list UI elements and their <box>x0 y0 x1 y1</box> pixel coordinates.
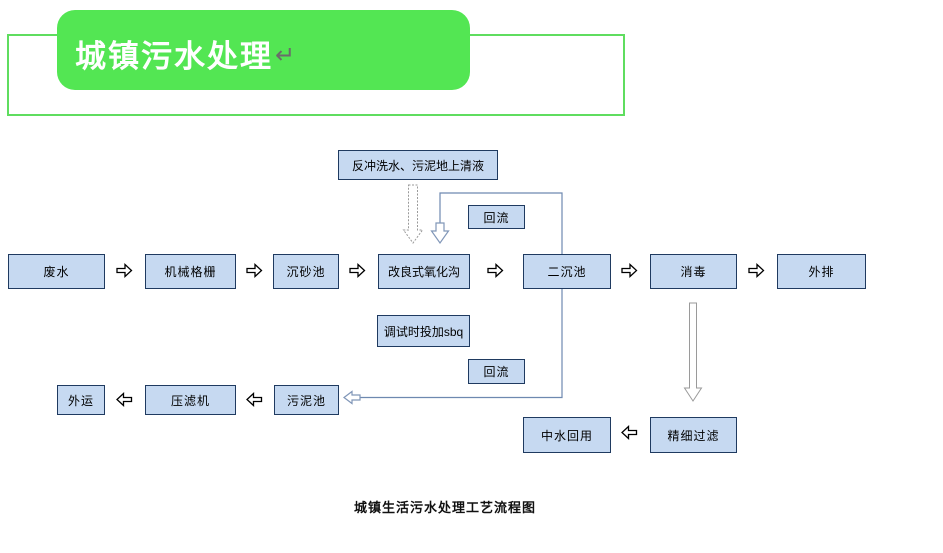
right-arrow-icon-6 <box>748 263 765 278</box>
node-dosing: 调试时投加sbq <box>377 315 470 347</box>
node-fine-filtration-label: 精细过滤 <box>667 428 720 443</box>
right-arrow-icon-4 <box>487 263 504 278</box>
reflux-down-arrow-icon <box>430 222 450 245</box>
node-wastewater-label: 废水 <box>43 265 70 279</box>
right-arrow-icon-2 <box>246 263 263 278</box>
node-grit-chamber-label: 沉砂池 <box>286 265 326 279</box>
node-sludge-tank-label: 污泥池 <box>286 393 326 408</box>
header-pill: 城镇污水处理 ↵ <box>57 10 470 90</box>
node-sludge-tank: 污泥池 <box>274 385 339 415</box>
node-secondary-clarifier-label: 二沉池 <box>547 265 587 279</box>
node-outbound-label: 外运 <box>67 393 94 408</box>
backwash-down-arrow-icon <box>402 184 424 244</box>
right-arrow-icon-1 <box>116 263 133 278</box>
connector-secondary-to-sludge <box>360 289 563 399</box>
right-arrow-icon-3 <box>349 263 366 278</box>
node-dosing-label: 调试时投加sbq <box>383 324 464 339</box>
node-filter-press: 压滤机 <box>145 385 236 415</box>
node-reflux-bottom-label: 回流 <box>483 365 510 379</box>
node-water-reuse: 中水回用 <box>523 417 611 453</box>
node-grit-chamber: 沉砂池 <box>273 254 339 289</box>
return-mark-icon: ↵ <box>275 41 296 69</box>
node-mechanical-screen: 机械格栅 <box>145 254 236 289</box>
left-arrow-icon-3 <box>621 425 638 440</box>
node-water-reuse-label: 中水回用 <box>540 428 593 443</box>
node-oxidation-ditch: 改良式氧化沟 <box>378 254 470 289</box>
node-reflux-bottom: 回流 <box>468 359 525 384</box>
node-backwash: 反冲洗水、污泥地上清液 <box>338 150 498 180</box>
page-title: 城镇污水处理 <box>75 38 273 74</box>
disinfection-down-arrow-icon <box>683 302 703 402</box>
left-arrow-icon-1 <box>116 392 133 407</box>
left-arrow-icon-2 <box>246 392 263 407</box>
right-arrow-icon-5 <box>621 263 638 278</box>
node-filter-press-label: 压滤机 <box>170 393 210 408</box>
node-reflux-top: 回流 <box>468 205 525 229</box>
node-discharge-label: 外排 <box>808 265 835 279</box>
node-disinfection: 消毒 <box>650 254 737 289</box>
node-wastewater: 废水 <box>8 254 105 289</box>
node-fine-filtration: 精细过滤 <box>650 417 737 453</box>
node-backwash-label: 反冲洗水、污泥地上清液 <box>351 158 484 173</box>
node-oxidation-ditch-label: 改良式氧化沟 <box>387 265 460 279</box>
connector-reflux-top <box>439 192 563 254</box>
node-disinfection-label: 消毒 <box>680 265 707 279</box>
node-reflux-top-label: 回流 <box>483 210 510 225</box>
diagram-caption: 城镇生活污水处理工艺流程图 <box>353 500 536 515</box>
node-mechanical-screen-label: 机械格栅 <box>164 265 217 279</box>
sludge-left-arrow-icon <box>343 390 361 405</box>
node-discharge: 外排 <box>777 254 866 289</box>
node-outbound: 外运 <box>57 385 105 415</box>
node-secondary-clarifier: 二沉池 <box>523 254 611 289</box>
